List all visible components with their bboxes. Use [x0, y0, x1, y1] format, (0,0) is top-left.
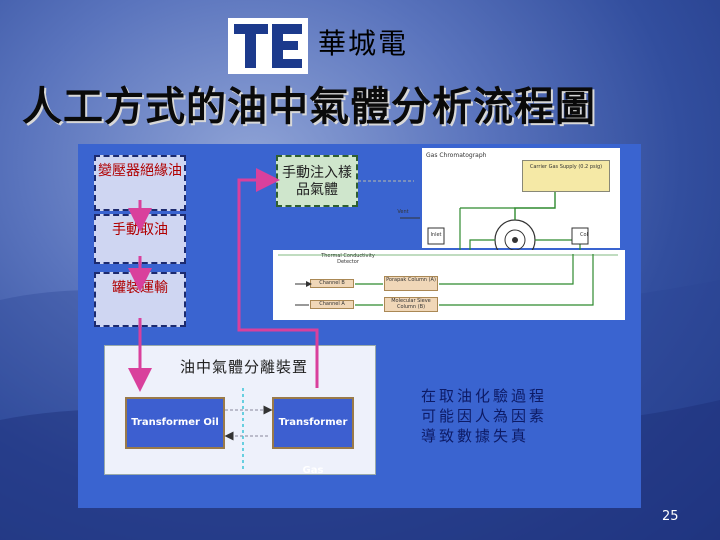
carrier-gas-supply: Carrier Gas Supply (0.2 psig): [522, 160, 610, 192]
company-name: 華城電: [318, 27, 409, 60]
note-line-3: 導致數據失真: [421, 427, 530, 445]
transformer-oil-container: Transformer Oil: [125, 397, 225, 449]
note-line-1: 在取油化驗過程: [421, 387, 548, 405]
gc-plumbing: [400, 192, 589, 258]
page-title: 人工方式的油中氣體分析流程圖: [22, 83, 596, 130]
gc-title: Gas Chromatograph: [426, 152, 487, 159]
step-transformer-oil: 變壓器絕緣油: [94, 155, 186, 211]
inlet-label: Inlet: [430, 232, 442, 238]
process-note: 在取油化驗過程 可能因人為因素 導致數據失真: [421, 386, 547, 446]
transformer-gas-container: Transformer Gas: [272, 397, 354, 476]
molecular-sieve-column: Molecular Sieve Column (B): [384, 297, 438, 312]
porapak-column: Porapak Column (A): [384, 276, 438, 291]
tcd-plumbing: [278, 254, 618, 306]
page-number: 25: [662, 509, 679, 524]
note-line-2: 可能因人為因素: [421, 407, 548, 425]
step-manual-injection: 手動注入樣品氣體: [276, 155, 358, 207]
thermal-detector-label: Thermal Conductivity Detector: [321, 253, 375, 265]
vent-label: Vent: [397, 209, 409, 215]
separator-title: 油中氣體分離裝置: [180, 358, 309, 376]
col-label: Col: [580, 232, 588, 238]
channel-a: Channel A: [310, 300, 354, 309]
company-logo: [228, 18, 308, 74]
